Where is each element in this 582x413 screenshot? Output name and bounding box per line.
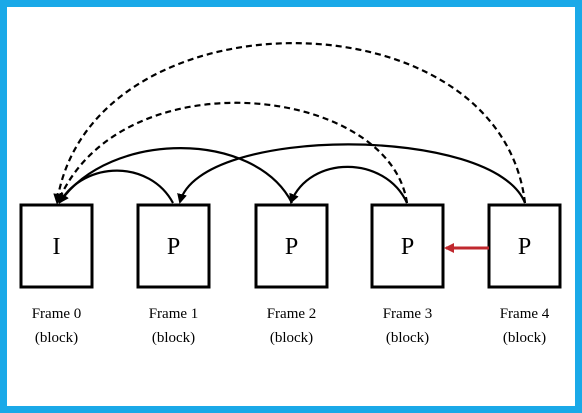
frame-2-label: Frame 2 — [267, 306, 317, 322]
ref-arc-frame3-to-frame0-dashed — [56, 101, 409, 204]
ref-arc-frame1-to-frame0 — [58, 169, 174, 204]
frame-0-letter: I — [53, 234, 61, 260]
frame-2-letter: P — [285, 234, 298, 260]
frame-4-letter: P — [518, 234, 531, 260]
frame-0: I Frame 0 (block) — [19, 203, 94, 346]
frame-0-sublabel: (block) — [35, 330, 78, 346]
frame-2-sublabel: (block) — [270, 330, 313, 346]
frame-0-box — [19, 203, 94, 289]
frame-3-letter: P — [401, 234, 414, 260]
ref-arc-frame3-to-frame2 — [289, 165, 408, 204]
ref-arc-frame4-to-frame0 — [177, 143, 527, 204]
frame-0-label: Frame 0 — [32, 306, 82, 322]
frame-2: P Frame 2 (block) — [254, 203, 329, 346]
frame-1-letter: P — [167, 234, 180, 260]
frame-1-sublabel: (block) — [152, 330, 195, 346]
frame-3-label: Frame 3 — [383, 306, 433, 322]
frame-3-sublabel: (block) — [386, 330, 429, 346]
frame-4-label: Frame 4 — [500, 306, 550, 322]
frame-3: P Frame 3 (block) — [370, 203, 445, 346]
frame-4: P Frame 4 (block) — [487, 203, 562, 346]
frame-2-box — [254, 203, 329, 289]
frame-1-label: Frame 1 — [149, 306, 199, 322]
ref-arc-frame4-to-frame0-dashed — [53, 42, 527, 204]
frame-4-box — [487, 203, 562, 289]
frame-1: P Frame 1 (block) — [136, 203, 211, 346]
ref-arc-frame2-to-frame0 — [58, 147, 293, 204]
frame-3-box — [370, 203, 445, 289]
frame-4-sublabel: (block) — [503, 330, 546, 346]
frame-1-box — [136, 203, 211, 289]
